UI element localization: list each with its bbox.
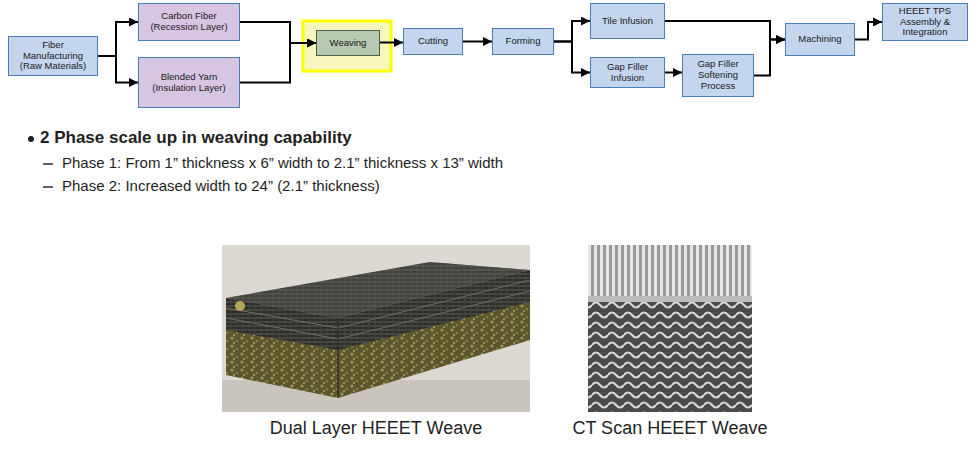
dash-mark [43,163,53,164]
process-box: Machining [785,23,855,56]
weave-photo [222,245,530,412]
flow-arrow [240,43,316,83]
flow-arrow [463,41,492,43]
flow-arrow [98,22,138,56]
flow-arrow [380,42,403,44]
dash-mark [43,186,53,187]
box-text: Machining [798,34,841,45]
flow-arrow [665,72,682,74]
flow-arrow [855,22,882,40]
box-text: Fiber Manufacturing (Raw Materials) [12,40,94,73]
box-text: HEEET TPS Assembly & Integration [886,6,964,39]
bullet-item: Phase 2: Increased width to 24” (2.1” th… [62,177,380,194]
ct-scan-image [588,245,752,412]
material-box: Blended Yarn (Insulation Layer) [138,57,240,108]
highlight-frame [303,21,391,71]
process-box: Cutting [403,28,463,55]
box-text: Tile Infusion [602,16,653,27]
box-text: Blended Yarn (Insulation Layer) [142,72,236,94]
image-caption: Dual Layer HEEET Weave [222,418,530,439]
flow-arrow [554,42,590,73]
bullet-item: Phase 1: From 1” thickness x 6” width to… [62,154,503,171]
process-box: Forming [492,28,554,55]
flow-arrow [240,22,316,43]
process-box: Tile Infusion [590,3,665,39]
flow-arrow [98,56,138,83]
flow-arrow [665,21,785,40]
box-text: Forming [506,36,541,47]
box-text: Carbon Fiber (Recession Layer) [142,11,236,33]
material-box: Carbon Fiber (Recession Layer) [138,3,240,41]
bullet-dot [28,136,34,142]
box-text: Weaving [330,38,367,49]
box-text: Gap Filler Infusion [594,62,661,84]
box-text: Gap Filler Softening Process [686,59,750,92]
image-caption: CT Scan HEEET Weave [560,418,780,439]
process-box: Gap Filler Softening Process [682,54,754,97]
box-text: Cutting [418,36,448,47]
process-box: HEEET TPS Assembly & Integration [882,3,968,42]
process-box: Gap Filler Infusion [590,57,665,88]
flow-arrow [754,40,785,76]
highlighted-step-box: Weaving [316,30,380,56]
process-box: Fiber Manufacturing (Raw Materials) [8,36,98,76]
flow-arrow [554,21,590,42]
bullet-heading: 2 Phase scale up in weaving capability [40,128,352,148]
